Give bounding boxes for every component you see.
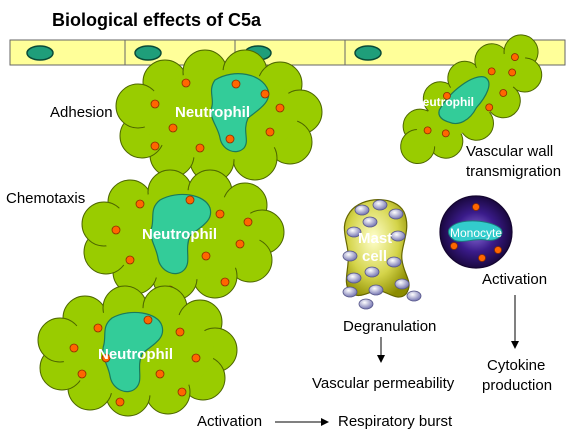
neutrophil-label: Neutrophil xyxy=(175,104,250,121)
effect-cytokine-line1: Cytokine xyxy=(487,357,546,374)
endothelial-nucleus xyxy=(26,45,54,61)
neutrophil-adhesion xyxy=(115,49,323,183)
effect-adhesion: Adhesion xyxy=(50,104,113,121)
neutrophil-label: Neutrophil xyxy=(414,95,474,109)
effect-transmigration-line2: transmigration xyxy=(466,163,562,180)
effect-cytokine-line2: production xyxy=(482,377,553,394)
mast-cell xyxy=(342,199,422,310)
mast-cell-label: cell xyxy=(362,248,388,265)
endothelial-nucleus xyxy=(354,45,382,61)
neutrophil-transmigrating xyxy=(400,34,543,165)
effect-respiratory-burst: Respiratory burst xyxy=(338,413,453,430)
effect-chemotaxis: Chemotaxis xyxy=(6,190,86,207)
neutrophil-activation xyxy=(37,285,238,417)
effect-transmigration-line1: Vascular wall xyxy=(466,143,554,160)
neutrophil-label: Neutrophil xyxy=(98,346,173,363)
effect-neutrophil-activation: Activation xyxy=(197,413,263,430)
endothelial-nucleus xyxy=(134,45,162,61)
effect-monocyte-activation: Activation xyxy=(482,271,548,288)
mast-cell-label: Mast xyxy=(358,230,393,247)
effect-vascular-permeability: Vascular permeability xyxy=(312,375,455,392)
monocyte xyxy=(439,195,513,269)
neutrophil-label: Neutrophil xyxy=(142,226,217,243)
diagram-title: Biological effects of C5a xyxy=(52,10,262,30)
effect-degranulation: Degranulation xyxy=(343,318,437,335)
monocyte-label: Monocyte xyxy=(450,226,503,240)
